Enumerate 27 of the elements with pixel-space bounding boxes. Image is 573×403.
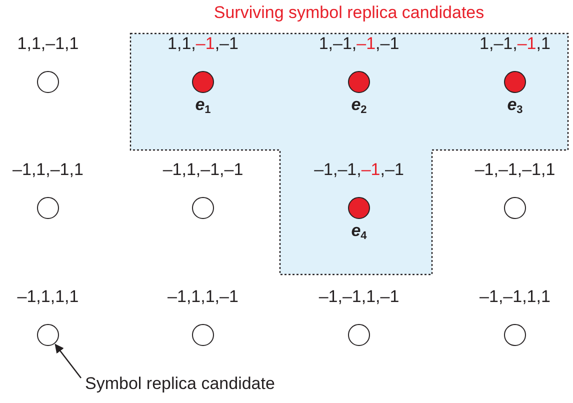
coordinate-label: –1,1,–1,–1 xyxy=(162,160,244,180)
candidate-label: e$_{2}$ xyxy=(350,95,368,118)
circle-marker xyxy=(192,197,214,219)
coordinate-label: –1,–1,1,1 xyxy=(478,287,552,307)
candidate-label: e$_{3}$ xyxy=(506,95,524,118)
circle-marker xyxy=(192,324,214,346)
circle-marker xyxy=(37,197,59,219)
callout-text: Symbol replica candidate xyxy=(85,374,275,394)
coordinate-label: 1,–1,–1,1 xyxy=(478,34,552,54)
coordinate-label: –1,–1,–1,1 xyxy=(474,160,556,180)
coordinate-label: –1,1,–1,1 xyxy=(12,160,84,180)
coordinate-label: 1,1,–1,1 xyxy=(16,34,80,54)
coordinate-label: 1,–1,–1,–1 xyxy=(318,34,400,54)
coordinate-label: –1,1,1,1 xyxy=(16,287,80,307)
circle-marker xyxy=(37,324,59,346)
circle-marker xyxy=(348,324,370,346)
leader-arrow xyxy=(54,344,82,378)
coordinate-label: –1,–1,–1,–1 xyxy=(313,160,405,180)
region-heading: Surviving symbol replica candidates xyxy=(212,3,486,23)
coordinate-label: –1,1,1,–1 xyxy=(166,287,240,307)
candidate-label: e$_{1}$ xyxy=(194,95,212,118)
circle-marker xyxy=(37,71,59,93)
coordinate-label: 1,1,–1,–1 xyxy=(166,34,240,54)
candidate-label: e$_{4}$ xyxy=(350,221,368,244)
coordinate-label: –1,–1,1,–1 xyxy=(318,287,400,307)
circle-marker xyxy=(504,324,526,346)
circle-marker xyxy=(504,197,526,219)
